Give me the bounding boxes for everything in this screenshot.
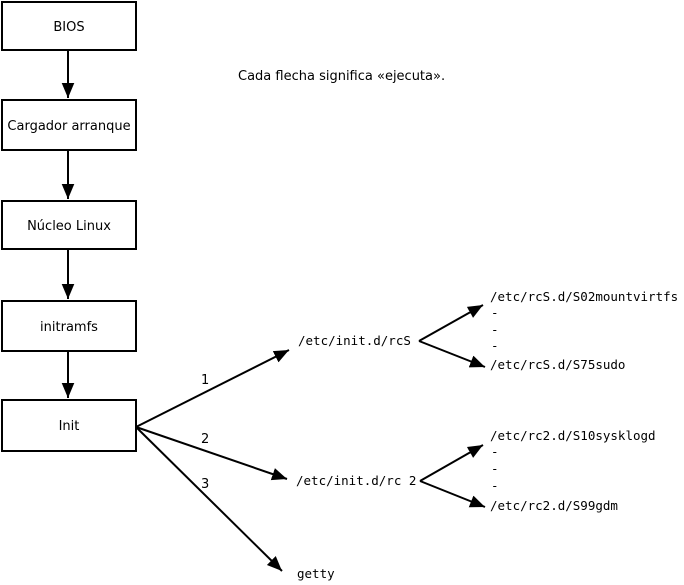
box-bootloader-label: Cargador arranque xyxy=(7,119,130,134)
note-text: Cada flecha significa «ejecuta». xyxy=(238,69,445,84)
rcS-script-first: /etc/rcS.d/S02mountvirtfs xyxy=(490,289,678,304)
box-kernel-label: Núcleo Linux xyxy=(27,219,111,234)
rc2-script-last: /etc/rc2.d/S99gdm xyxy=(490,498,618,513)
box-initramfs xyxy=(1,300,137,352)
arrow-rc2-to-last xyxy=(419,480,486,508)
rcS-subbranch: /etc/rcS.d/S02mountvirtfs - - - /etc/rcS… xyxy=(418,289,678,372)
target-getty-label: getty xyxy=(297,566,335,581)
init-branches: 1 2 3 /etc/init.d/rcS /etc/init.d/rc 2 g… xyxy=(135,333,416,581)
arrow-rcS-to-last xyxy=(418,340,486,368)
box-initramfs-label: initramfs xyxy=(40,320,98,335)
rcS-ellipsis-dash: - xyxy=(491,338,499,353)
branch-label-3: 3 xyxy=(201,477,209,492)
arrow-init-to-rcS xyxy=(135,349,290,428)
rcS-script-last: /etc/rcS.d/S75sudo xyxy=(490,357,625,372)
branch-label-1: 1 xyxy=(201,373,209,388)
arrow-init-to-getty xyxy=(135,426,283,572)
arrow-rc2-to-first xyxy=(419,444,484,482)
rc2-ellipsis-dash: - xyxy=(491,478,499,493)
rcS-ellipsis-dash: - xyxy=(491,305,499,320)
box-kernel xyxy=(1,200,137,250)
rc2-subbranch: /etc/rc2.d/S10sysklogd - - - /etc/rc2.d/… xyxy=(419,428,656,513)
arrow-rcS-to-first xyxy=(418,304,484,342)
flow-boxes: BIOS Cargador arranque Núcleo Linux init… xyxy=(1,1,137,452)
arrow-init-to-rc2 xyxy=(135,426,288,481)
target-rcS-label: /etc/init.d/rcS xyxy=(298,333,411,348)
rcS-ellipsis-dash: - xyxy=(491,322,499,337)
rc2-script-first: /etc/rc2.d/S10sysklogd xyxy=(490,428,656,443)
box-bios-label: BIOS xyxy=(53,20,84,35)
box-bios xyxy=(1,1,137,51)
branch-label-2: 2 xyxy=(201,432,209,447)
target-rc2-label: /etc/init.d/rc 2 xyxy=(296,473,416,488)
rc2-ellipsis-dash: - xyxy=(491,444,499,459)
rc2-ellipsis-dash: - xyxy=(491,461,499,476)
box-init xyxy=(1,399,137,452)
box-init-label: Init xyxy=(59,419,80,434)
